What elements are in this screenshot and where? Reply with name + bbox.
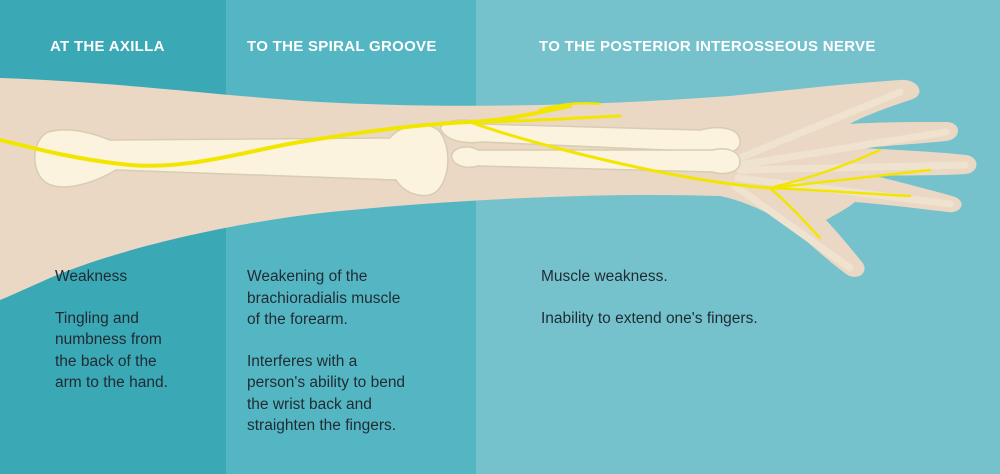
spiral-groove-text-2: Interferes with a person's ability to be… [247,352,406,435]
axilla-text-1: Weakness [55,268,128,285]
humerus-bone [34,124,449,197]
panel-spiral-groove [226,0,476,474]
text-spiral-groove: Weakening of the brachioradialis muscle … [247,266,469,457]
axilla-text-2: Tingling and numbness from the back of t… [55,309,168,392]
spiral-groove-text-1: Weakening of the brachioradialis muscle … [247,268,401,328]
heading-posterior-interosseous: TO THE POSTERIOR INTEROSSEOUS NERVE [539,38,876,55]
radial-nerve [0,102,932,240]
heading-spiral-groove: TO THE SPIRAL GROOVE [247,38,437,55]
metacarpal-bones [731,88,969,272]
text-axilla: Weakness Tingling and numbness from the … [55,266,220,414]
panel-posterior-interosseous [476,0,1000,474]
text-posterior-interosseous: Muscle weakness. Inability to extend one… [541,266,941,349]
ulna-bone [451,146,741,175]
posterior-interosseous-text-2: Inability to extend one's fingers. [541,309,758,327]
heading-axilla: AT THE AXILLA [50,38,165,55]
posterior-interosseous-text-1: Muscle weakness. [541,268,668,285]
